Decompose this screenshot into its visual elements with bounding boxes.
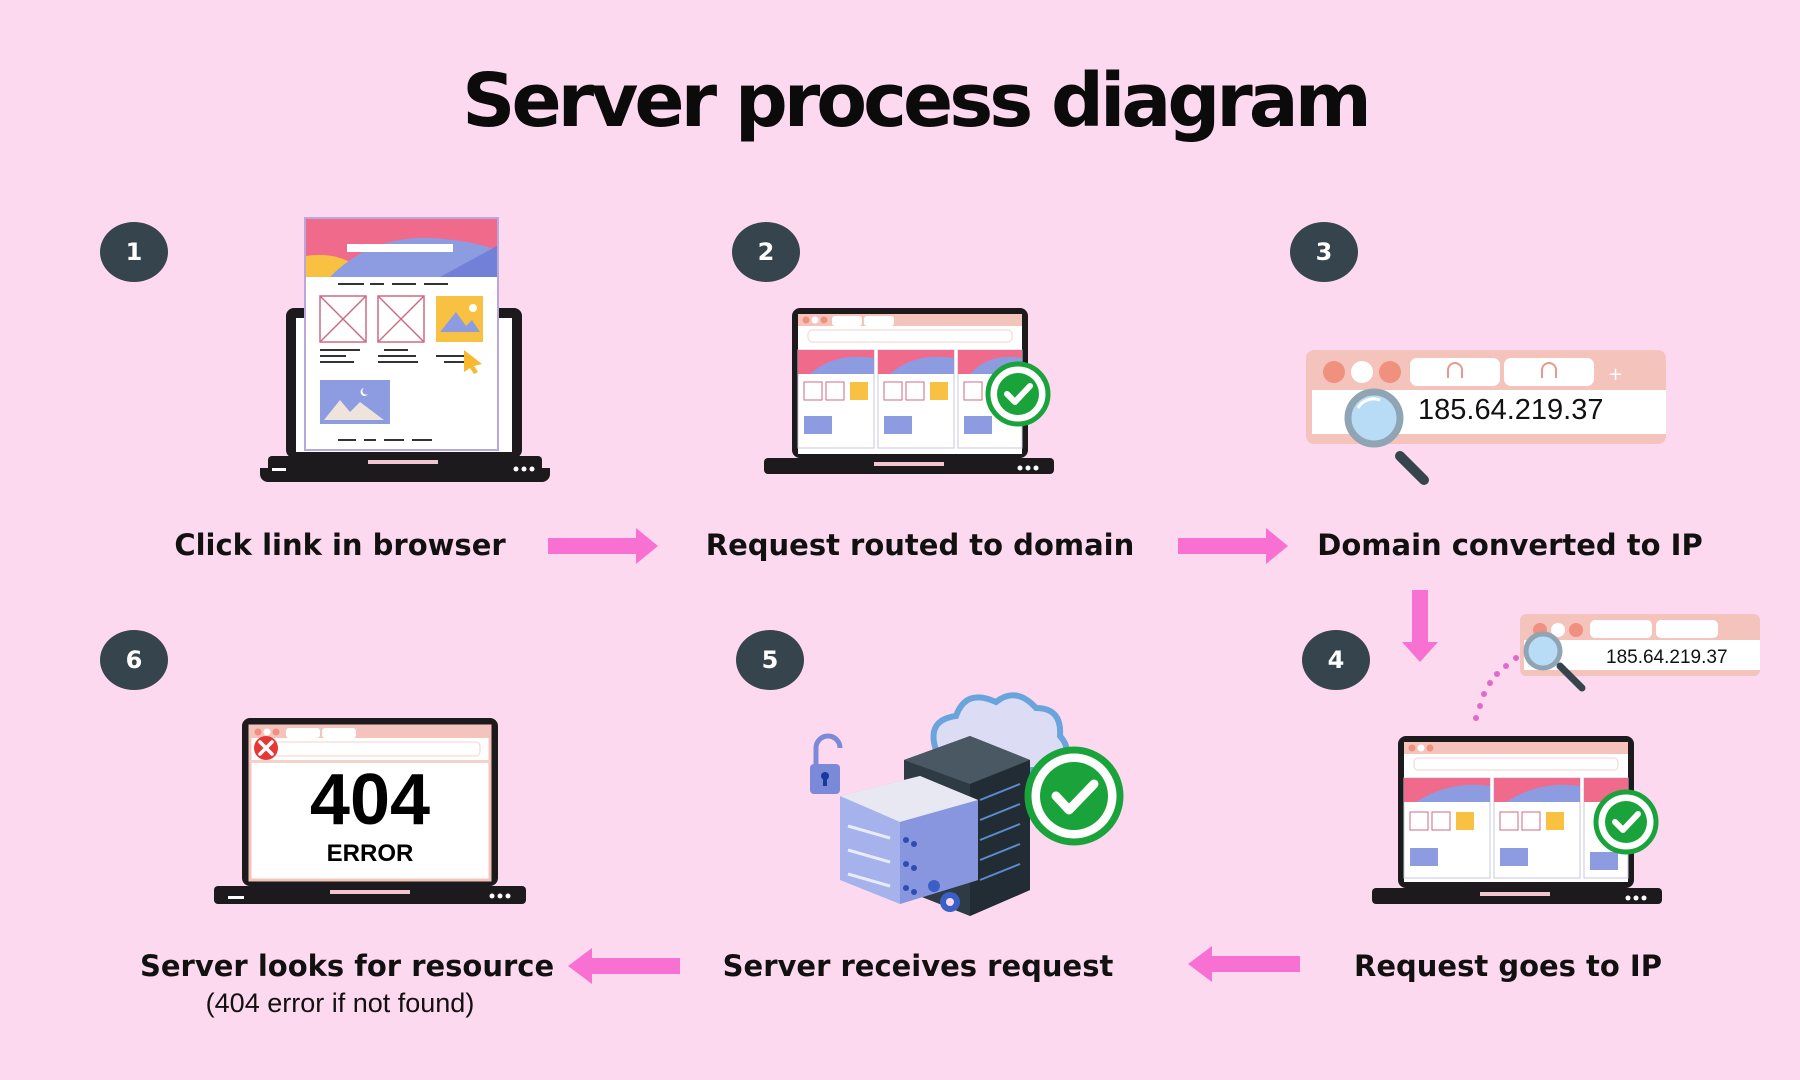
- svg-text:+: +: [1608, 364, 1623, 385]
- page-title: Server process diagram: [462, 58, 1372, 144]
- arrow-1-to-2: [548, 528, 658, 564]
- step-5-label: Server receives request: [722, 949, 1114, 983]
- step-3-badge: 3: [1290, 222, 1358, 282]
- server-cloud-check-icon: [810, 692, 1124, 916]
- gear-icon: [928, 880, 960, 912]
- step-1-label: Click link in browser: [174, 528, 506, 562]
- step-4-badge: 4: [1302, 630, 1370, 690]
- arrow-3-to-4: [1402, 590, 1438, 662]
- ip-address-small-text: 185.64.219.37: [1606, 647, 1728, 668]
- error-x-icon: [254, 736, 278, 760]
- step-2-label: Request routed to domain: [705, 528, 1135, 562]
- error-code-text: 404: [309, 760, 431, 840]
- laptop-browser-check-icon: [764, 308, 1054, 474]
- step-6-badge: 6: [100, 630, 168, 690]
- step-2-badge: 2: [732, 222, 800, 282]
- browser-search-ip-icon: + 185.64.219.37: [1306, 350, 1666, 485]
- arrow-5-to-6: [568, 948, 680, 984]
- error-text: ERROR: [326, 840, 414, 867]
- laptop-webpage-click-icon: [260, 217, 550, 482]
- step-4-label: Request goes to IP: [1354, 949, 1662, 983]
- storage-server-icon: [840, 776, 978, 904]
- laptop-404-error-icon: 404 ERROR: [214, 716, 526, 912]
- laptop-ip-check-icon: 185.64.219.37: [1372, 612, 1800, 922]
- step-1-badge: 1: [100, 222, 168, 282]
- step-6-label: Server looks for resource: [140, 949, 555, 983]
- check-icon: [1024, 746, 1124, 846]
- step-6-sublabel: (404 error if not found): [205, 988, 475, 1018]
- lock-icon: [810, 733, 843, 794]
- arrow-2-to-3: [1178, 528, 1288, 564]
- ip-address-text: 185.64.219.37: [1418, 394, 1604, 426]
- step-3-label: Domain converted to IP: [1317, 528, 1703, 562]
- arrow-4-to-5: [1188, 946, 1300, 982]
- step-5-badge: 5: [736, 630, 804, 690]
